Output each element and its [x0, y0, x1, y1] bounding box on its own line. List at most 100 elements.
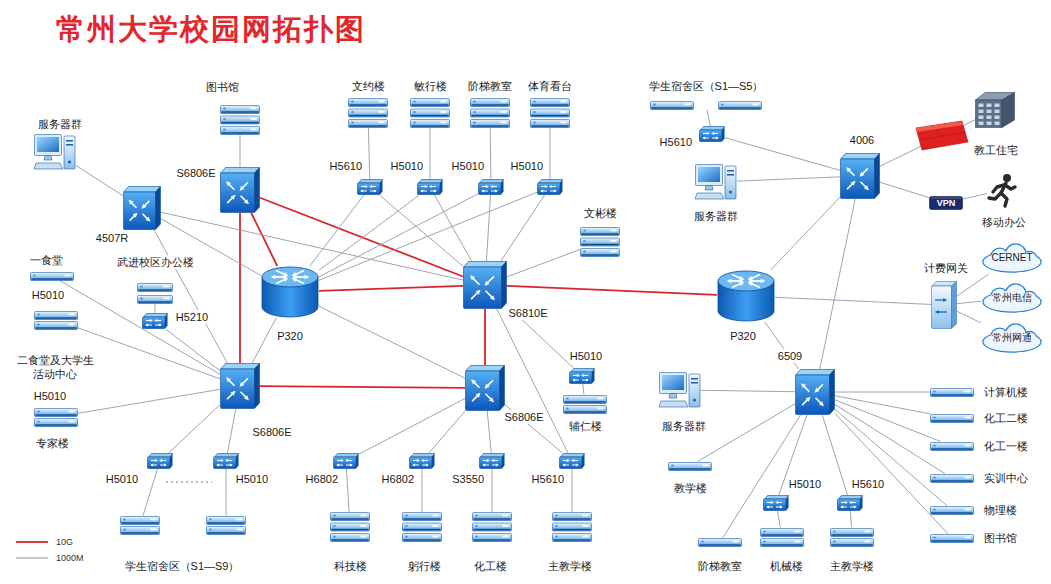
blade1-icon — [30, 272, 74, 281]
path-shape — [851, 181, 856, 186]
rect-shape — [474, 529, 511, 530]
rect-shape — [164, 286, 170, 288]
path-shape — [727, 279, 732, 284]
device-label: 常州网通 — [992, 332, 1032, 344]
blade3-icon — [410, 98, 450, 128]
network-link — [434, 195, 471, 261]
network-link — [507, 249, 580, 276]
g-shape — [931, 474, 974, 482]
rect-shape — [379, 101, 385, 103]
path-shape — [380, 180, 383, 195]
g-shape — [34, 135, 75, 170]
rect-shape — [331, 513, 370, 521]
path-shape — [369, 185, 372, 188]
blade1-device: 实训中心 — [930, 474, 974, 483]
switch-device: H5610 — [837, 495, 863, 511]
rect-shape — [237, 528, 243, 530]
path-shape — [482, 464, 485, 467]
path-shape — [420, 190, 423, 193]
rect-shape — [987, 104, 992, 108]
blade1-icon — [930, 506, 974, 515]
g-shape — [718, 271, 774, 321]
path-shape — [571, 369, 595, 373]
rect-shape — [214, 457, 237, 469]
rect-shape — [761, 538, 804, 546]
network-link — [820, 199, 855, 369]
rect-shape — [332, 539, 369, 540]
rect-shape — [567, 397, 569, 399]
g-shape — [553, 513, 592, 542]
device-label: H5010 — [104, 472, 140, 486]
path-shape — [226, 181, 231, 186]
line-shape — [550, 191, 556, 192]
path-shape — [345, 459, 348, 462]
line-shape — [370, 186, 376, 187]
line-shape — [582, 375, 588, 376]
rect-shape — [532, 125, 569, 126]
network-link — [252, 318, 276, 363]
device-label: 化工二楼 — [982, 411, 1030, 425]
line-shape — [472, 380, 479, 387]
line-shape — [146, 325, 152, 326]
line-shape — [491, 191, 497, 192]
rect-shape — [334, 457, 357, 469]
rect-shape — [38, 323, 40, 325]
line-shape — [370, 191, 376, 192]
line-shape — [776, 507, 782, 508]
line-shape — [226, 460, 232, 461]
path-shape — [545, 185, 548, 188]
g-shape — [466, 366, 505, 411]
router-device: P320 — [261, 266, 319, 318]
blade3-icon — [580, 227, 620, 257]
rect-shape — [733, 540, 739, 542]
device-label: H5010 — [568, 349, 604, 363]
path-shape — [830, 370, 835, 415]
line-shape — [227, 196, 234, 203]
person-icon — [987, 173, 1017, 207]
network-link — [490, 128, 492, 179]
path-shape — [554, 190, 557, 193]
path-shape — [864, 185, 869, 190]
path-shape — [230, 464, 233, 467]
g-shape — [480, 454, 505, 469]
path-shape — [226, 377, 231, 382]
rect-shape — [361, 525, 367, 527]
network-link — [319, 306, 465, 378]
path-shape — [815, 388, 820, 393]
line-shape — [919, 132, 965, 140]
path-shape — [170, 454, 173, 469]
rect-shape — [932, 512, 973, 513]
path-shape — [739, 282, 744, 286]
switch-icon — [213, 453, 239, 469]
g-shape — [214, 454, 239, 469]
rect-shape — [64, 136, 75, 169]
line-shape — [541, 186, 547, 187]
g-shape — [560, 454, 585, 469]
device-label: CERNET — [991, 252, 1032, 264]
path-shape — [489, 397, 494, 402]
line-shape — [241, 196, 248, 203]
rect-shape — [561, 101, 567, 103]
rect-shape — [934, 508, 936, 510]
network-link — [251, 213, 277, 266]
rect-shape — [472, 125, 509, 126]
rect-shape — [251, 129, 257, 131]
rect-shape — [410, 457, 433, 469]
path-shape — [44, 156, 52, 161]
rect-shape — [764, 499, 787, 511]
line-shape — [767, 507, 773, 508]
line-shape — [482, 186, 488, 187]
rect-shape — [69, 323, 75, 325]
line-shape — [550, 186, 556, 187]
path-shape — [476, 290, 481, 295]
line-shape — [130, 214, 137, 221]
path-shape — [365, 185, 368, 188]
path-shape — [875, 154, 880, 199]
network-link — [507, 306, 573, 368]
line-shape — [143, 201, 150, 208]
rect-shape — [141, 298, 143, 300]
path-shape — [292, 272, 297, 276]
g-shape — [464, 262, 507, 309]
rect-shape — [691, 378, 698, 380]
g-shape — [221, 106, 260, 135]
